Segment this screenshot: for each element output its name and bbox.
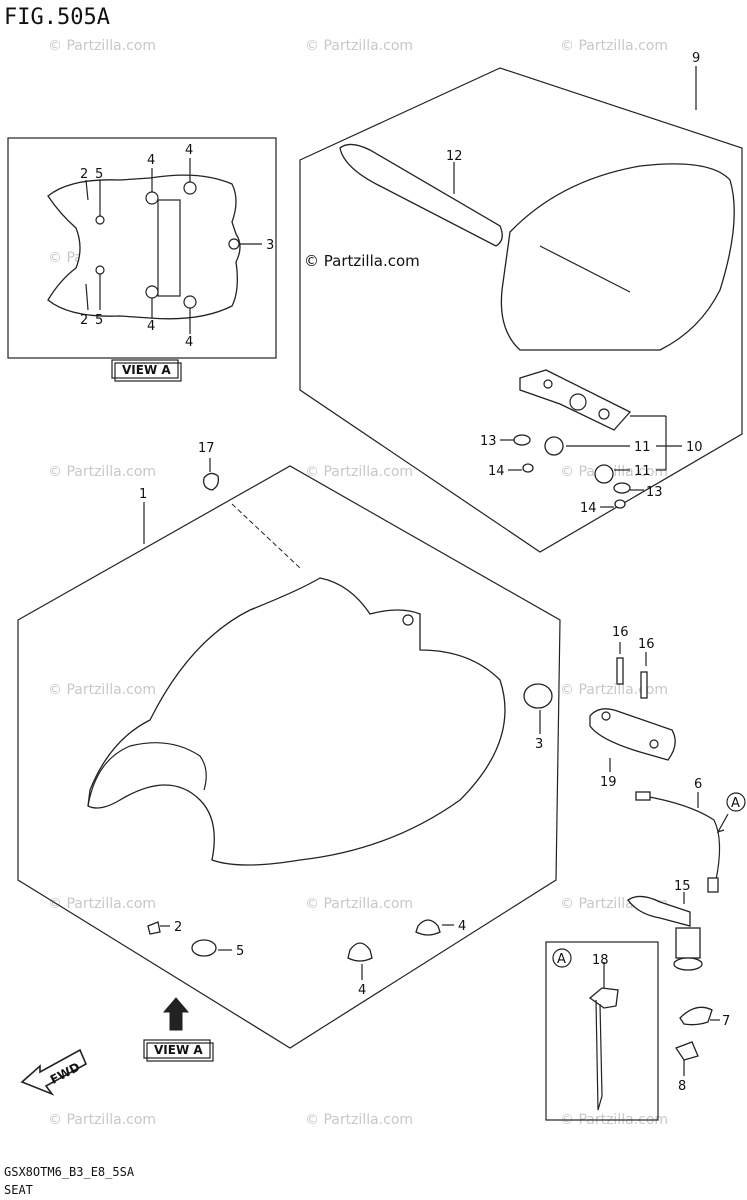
- figure-title: FIG.505A: [4, 5, 110, 30]
- detail-a-panel: A 18: [545, 941, 659, 1121]
- callout-13: 13: [480, 434, 497, 449]
- watermark: © Partzilla.com: [48, 464, 156, 480]
- view-a-frame: [7, 137, 277, 359]
- nut: [614, 499, 626, 509]
- watermark: © Partzilla.com: [305, 464, 413, 480]
- key: [627, 895, 691, 927]
- group-9-outline: [299, 67, 743, 553]
- lock-bracket: [589, 708, 676, 761]
- damper: [415, 919, 441, 936]
- view-a-panel: 4 4 4 4 3 2 5 2 5: [7, 137, 277, 359]
- watermark: © Partzilla.com: [560, 682, 668, 698]
- callout-15: 15: [674, 879, 691, 894]
- arrow-up-icon: [162, 997, 190, 1031]
- callout-19: 19: [600, 775, 617, 790]
- lock-cylinder: [675, 927, 701, 959]
- callout-4: 4: [185, 335, 193, 350]
- damper: [544, 436, 564, 456]
- screw: [616, 657, 624, 685]
- callout-11: 11: [634, 464, 651, 479]
- lock-assembly: 16 16 19 6 A 15 7 8: [589, 625, 746, 1094]
- view-a-label: VIEW A: [143, 1039, 214, 1062]
- callout-16: 16: [638, 637, 655, 652]
- cable: [643, 795, 721, 881]
- callout-5: 5: [236, 944, 244, 959]
- seat-bracket: [519, 369, 632, 431]
- seat-base-underside: [47, 174, 241, 320]
- cushion: [191, 939, 217, 957]
- callout-1: 1: [139, 487, 147, 502]
- callout-14: 14: [488, 464, 505, 479]
- callout-16: 16: [612, 625, 629, 640]
- clamp-strip: [595, 999, 603, 1111]
- callout-14: 14: [580, 501, 597, 516]
- washer: [613, 482, 631, 494]
- grommet: [147, 921, 161, 935]
- callout-10: 10: [686, 440, 703, 455]
- watermark: © Partzilla.com: [305, 1112, 413, 1128]
- svg-text:VIEW A: VIEW A: [122, 363, 171, 377]
- svg-text:VIEW A: VIEW A: [154, 1043, 203, 1057]
- watermark: © Partzilla.com: [560, 38, 668, 54]
- lock-cover: [679, 1006, 713, 1026]
- seat-contour: [87, 742, 207, 807]
- cushion-hole: [228, 238, 240, 250]
- watermark: © Partzilla.com: [48, 896, 156, 912]
- watermark: © Partzilla.com: [305, 896, 413, 912]
- callout-2: 2: [80, 313, 88, 328]
- callout-18: 18: [592, 953, 609, 968]
- washer: [513, 434, 531, 446]
- callout-17: 17: [198, 441, 215, 456]
- seat-strap: [339, 143, 503, 247]
- callout-6: 6: [694, 777, 702, 792]
- clip: [675, 1041, 699, 1061]
- callout-4: 4: [458, 919, 466, 934]
- callout-2: 2: [80, 167, 88, 182]
- callout-3: 3: [266, 238, 274, 253]
- underside-window: [157, 199, 181, 297]
- detail-a-frame: [545, 941, 659, 1121]
- watermark: © Partzilla.com: [48, 1112, 156, 1128]
- screw: [640, 671, 648, 699]
- connector-clip: [588, 987, 619, 1009]
- watermark: © Partzilla.com: [48, 682, 156, 698]
- view-a-caption: VIEW A: [111, 359, 182, 382]
- callout-12: 12: [446, 149, 463, 164]
- front-seat-group: 1 17 3 2 5 4 4: [17, 441, 561, 1049]
- callout-a-marker: [726, 792, 746, 812]
- rear-seat-group: 9 12 11 11 10 13 14 13 14: [299, 51, 743, 553]
- fwd-arrow-icon: FWD: [20, 1048, 88, 1096]
- damper: [594, 464, 614, 484]
- callout-a-marker: [552, 948, 572, 968]
- callout-4: 4: [358, 983, 366, 998]
- callout-4: 4: [147, 319, 155, 334]
- callout-7: 7: [722, 1014, 730, 1029]
- group-1-outline: [17, 465, 561, 1049]
- front-seat: [87, 577, 506, 866]
- callout-11: 11: [634, 440, 651, 455]
- callout-8: 8: [678, 1079, 686, 1094]
- footer-code: GSX8OTM6_B3_E8_5SA: [4, 1165, 135, 1179]
- rear-seat-cushion: [500, 163, 735, 351]
- damper: [347, 942, 373, 962]
- svg-text:A: A: [731, 796, 740, 811]
- cushion: [523, 683, 553, 709]
- footer-name: SEAT: [4, 1183, 33, 1197]
- callout-9: 9: [692, 51, 700, 66]
- callout-3: 3: [535, 737, 543, 752]
- callout-13: 13: [646, 485, 663, 500]
- callout-2: 2: [174, 920, 182, 935]
- callout-4: 4: [185, 143, 193, 158]
- callout-4: 4: [147, 153, 155, 168]
- callout-5: 5: [95, 167, 103, 182]
- bolt: [203, 472, 220, 491]
- watermark: © Partzilla.com: [48, 38, 156, 54]
- nut: [522, 463, 534, 473]
- svg-text:A: A: [557, 952, 566, 967]
- copyright: © Partzilla.com: [304, 252, 420, 270]
- callout-5: 5: [95, 313, 103, 328]
- watermark: © Partzilla.com: [560, 464, 668, 480]
- watermark: © Partzilla.com: [305, 38, 413, 54]
